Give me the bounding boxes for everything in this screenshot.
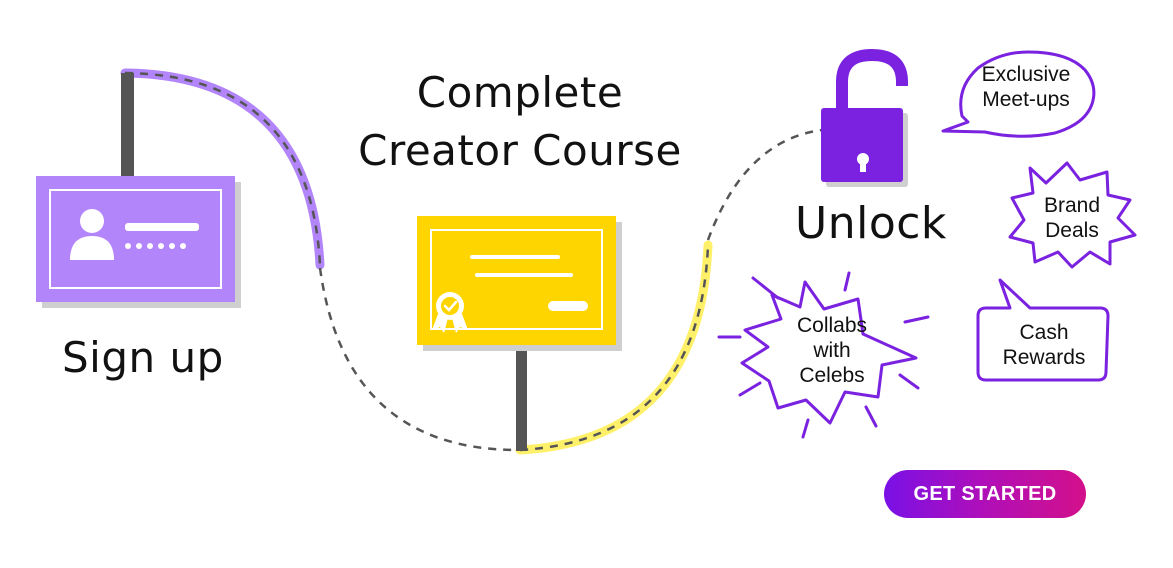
collabs-label: Collabs with Celebs xyxy=(796,314,868,387)
id-card-icon xyxy=(36,176,241,308)
path-dashes-course xyxy=(519,244,710,452)
signup-label: Sign up xyxy=(62,333,224,382)
get-started-button[interactable]: GET STARTED xyxy=(884,470,1086,518)
collabs-burst xyxy=(740,280,918,425)
cash-bubble xyxy=(976,278,1110,382)
award-ribbon-icon xyxy=(432,292,468,333)
unlock-label: Unlock xyxy=(795,198,947,249)
certificate-icon xyxy=(417,216,622,351)
course-title: Complete Creator Course xyxy=(358,68,682,175)
collabs-burst-rays xyxy=(717,271,930,439)
path-dashes-unlock xyxy=(706,128,823,241)
brand-deals-label: Brand Deals xyxy=(1043,194,1101,242)
signup-post xyxy=(121,73,134,181)
cash-rewards-label: Cash Rewards xyxy=(1002,321,1086,369)
path-dashes-signup xyxy=(124,71,322,266)
brand-burst xyxy=(1008,161,1137,269)
path-dashes-middle xyxy=(318,267,519,452)
padlock-open-icon xyxy=(821,48,908,187)
meetups-label: Exclusive Meet-ups xyxy=(981,63,1071,111)
keyhole-icon xyxy=(857,153,869,172)
meetups-bubble xyxy=(941,50,1096,138)
course-post xyxy=(516,345,527,451)
